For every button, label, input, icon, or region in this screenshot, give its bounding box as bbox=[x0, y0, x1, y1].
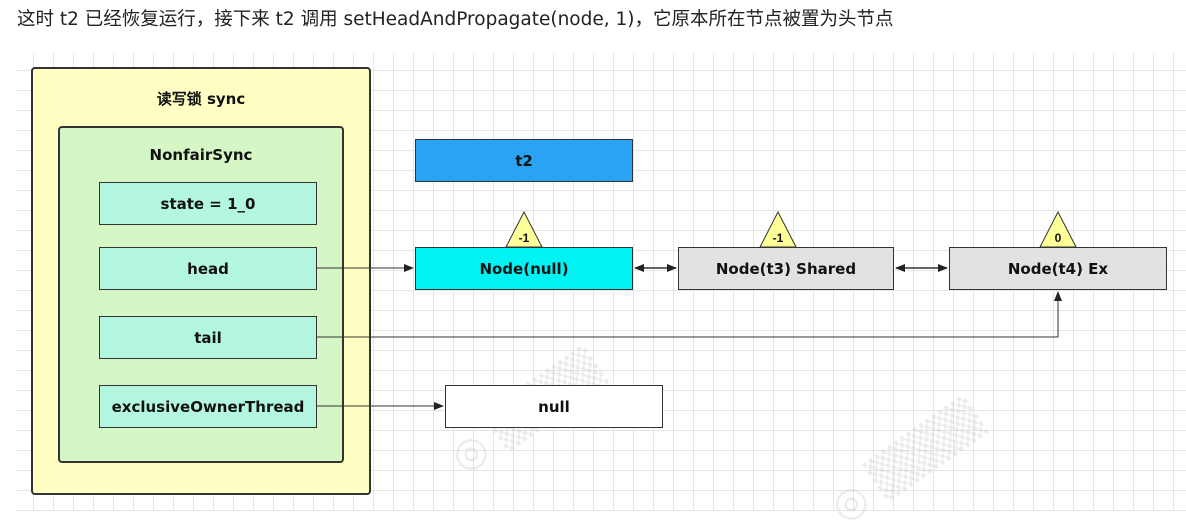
tail-pointer-arrow bbox=[317, 291, 1062, 338]
wait-status-badge-node-null: -1 bbox=[505, 210, 543, 248]
sync-title: 读写锁 sync bbox=[156, 90, 246, 108]
nonfair-sync-title: NonfairSync bbox=[149, 146, 253, 164]
svg-text:-1: -1 bbox=[773, 231, 784, 245]
svg-text:0: 0 bbox=[1055, 231, 1062, 245]
wait-status-badge-node-t4: 0 bbox=[1039, 210, 1077, 248]
wait-status-badge-node-t3: -1 bbox=[759, 210, 797, 248]
page-caption: 这时 t2 已经恢复运行，接下来 t2 调用 setHeadAndPropaga… bbox=[17, 9, 894, 30]
tail-field: tail bbox=[99, 316, 317, 359]
node-null: Node(null) bbox=[415, 247, 633, 290]
head-field: head bbox=[99, 247, 317, 290]
svg-text:-1: -1 bbox=[519, 231, 530, 245]
exclusive-owner-thread-field: exclusiveOwnerThread bbox=[99, 385, 317, 428]
node-t3-shared: Node(t3) Shared bbox=[678, 247, 894, 290]
thread-t2-box: t2 bbox=[415, 139, 633, 182]
state-field: state = 1_0 bbox=[99, 182, 317, 225]
null-box: null bbox=[445, 385, 663, 428]
